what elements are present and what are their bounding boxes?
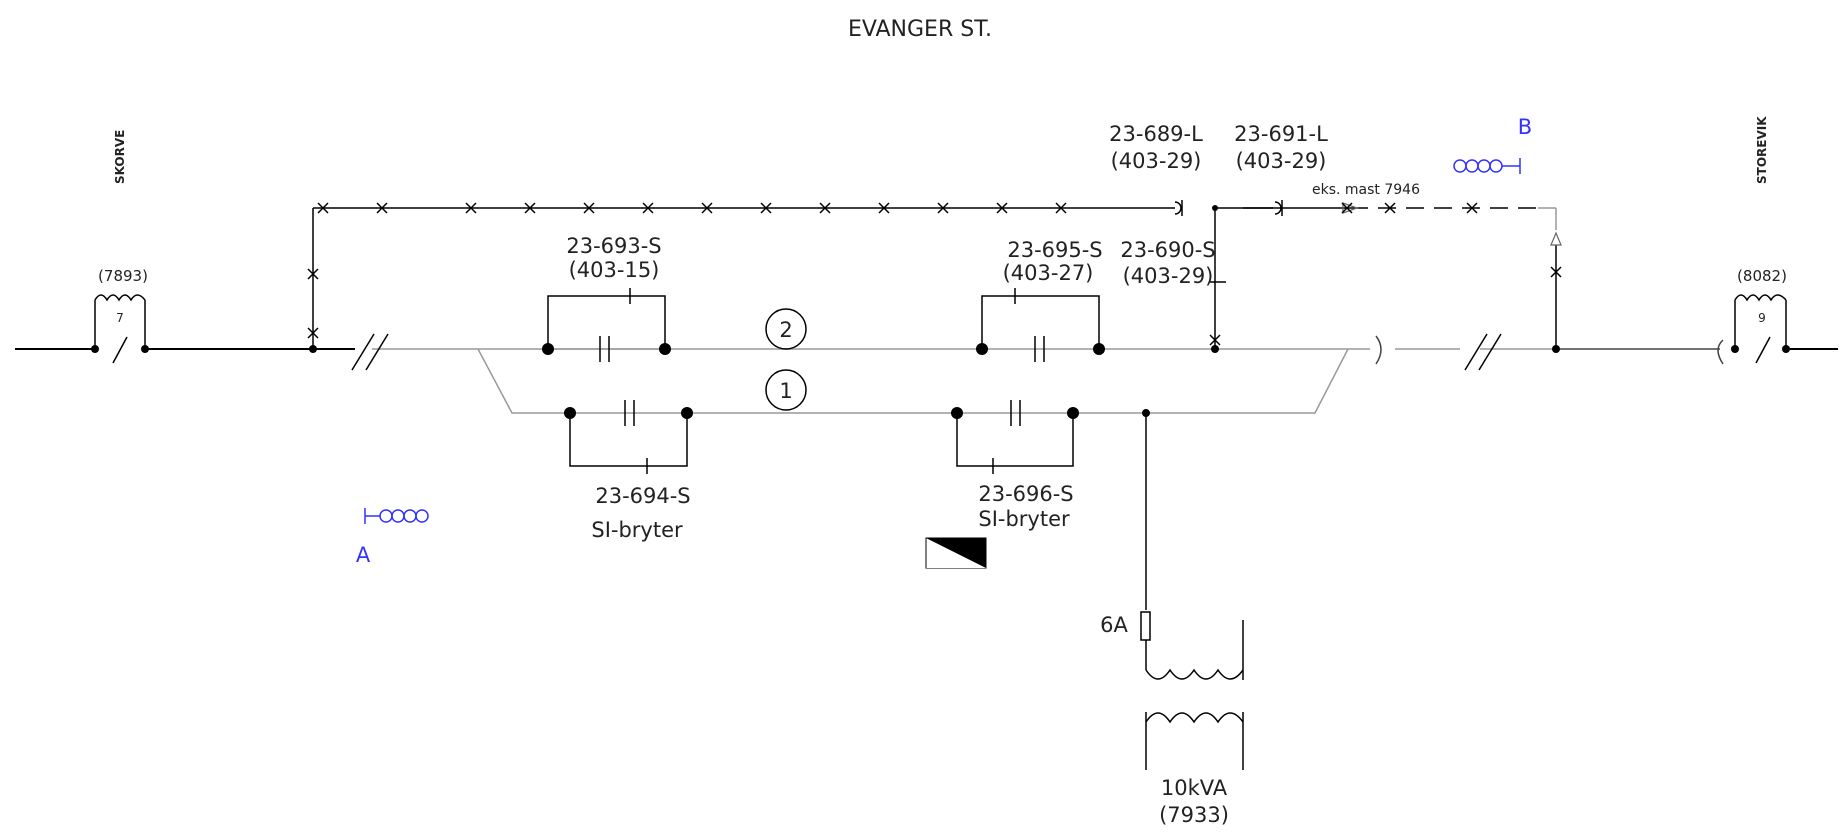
junction-dot [951,407,963,419]
junction-dot [1552,345,1560,353]
warning-box [925,537,987,569]
transformer-branch [1140,413,1244,770]
switch-691-id: 23-691-L [1234,122,1328,146]
switch-689-symbol [1174,200,1183,216]
junction-dot [564,407,576,419]
switch-689-id: 23-689-L [1109,122,1203,146]
junction-dot [542,343,554,355]
junction-dot [659,343,671,355]
transformer-id: (7933) [1159,803,1229,827]
station-right-label: STOREVIK [1755,116,1769,184]
junction-dot [309,345,317,353]
coil-right-id: (8082) [1737,267,1787,285]
junction-dot [1067,407,1079,419]
junction-dot [1782,345,1790,353]
section-insulator-left [351,333,389,371]
switch-689-ref: (403-29) [1111,149,1202,173]
junction-dot [1211,345,1219,353]
switch-694-note: SI-bryter [591,518,683,542]
station-left-label: SKORVE [113,130,127,184]
capacitor-695 [981,288,1100,362]
switch-695-ref: (403-27) [1003,261,1094,285]
track-end-bracket-right [1375,335,1382,365]
station-title: EVANGER ST. [848,17,992,42]
feeder-line [312,207,1557,349]
fuse-label: 6A [1100,613,1128,637]
switch-693-ref: (403-15) [569,258,660,282]
junction-dot [1731,345,1739,353]
signal-a-label: A [356,543,371,567]
signal-a-icon [364,508,429,524]
mast-note: eks. mast 7946 [1312,182,1420,198]
switch-690-ref: (403-29) [1123,264,1214,288]
coil-right [1734,294,1787,364]
switch-691-ref: (403-29) [1236,149,1327,173]
switch-690-id: 23-690-S [1120,238,1215,262]
junction-dot [1212,205,1218,211]
transformer-rating: 10kVA [1161,776,1228,800]
signal-b-icon [1453,158,1521,174]
junction-dot [976,343,988,355]
junction-dot [141,345,149,353]
track-1-number: 1 [779,379,792,403]
capacitor-693 [547,288,666,362]
switch-693-id: 23-693-S [566,234,661,258]
signal-b-label: B [1518,115,1532,139]
junction-dot [681,407,693,419]
track-end-bracket-coil [1717,339,1724,365]
track-1-line [477,348,1349,414]
switch-695-id: 23-695-S [1007,238,1102,262]
track-2-number: 2 [779,318,792,342]
coil-left-id: (7893) [98,267,148,285]
coil-left [94,294,146,364]
x-markers [307,202,1562,346]
section-insulator-right [1464,333,1502,371]
capacitor-696 [956,400,1074,474]
switch-696-id: 23-696-S [978,482,1073,506]
track-1-circle [765,369,807,411]
coil-left-number: 7 [116,311,124,325]
switch-691-symbol [1243,200,1283,216]
switch-696-note: SI-bryter [978,507,1070,531]
track-2-circle [765,308,807,350]
capacitor-694 [569,400,688,474]
junction-dot [1093,343,1105,355]
arrow-up-marker [1550,231,1562,246]
junction-dot [1142,409,1150,417]
coil-right-number: 9 [1758,311,1766,325]
junction-dot [91,345,99,353]
switch-694-id: 23-694-S [595,484,690,508]
